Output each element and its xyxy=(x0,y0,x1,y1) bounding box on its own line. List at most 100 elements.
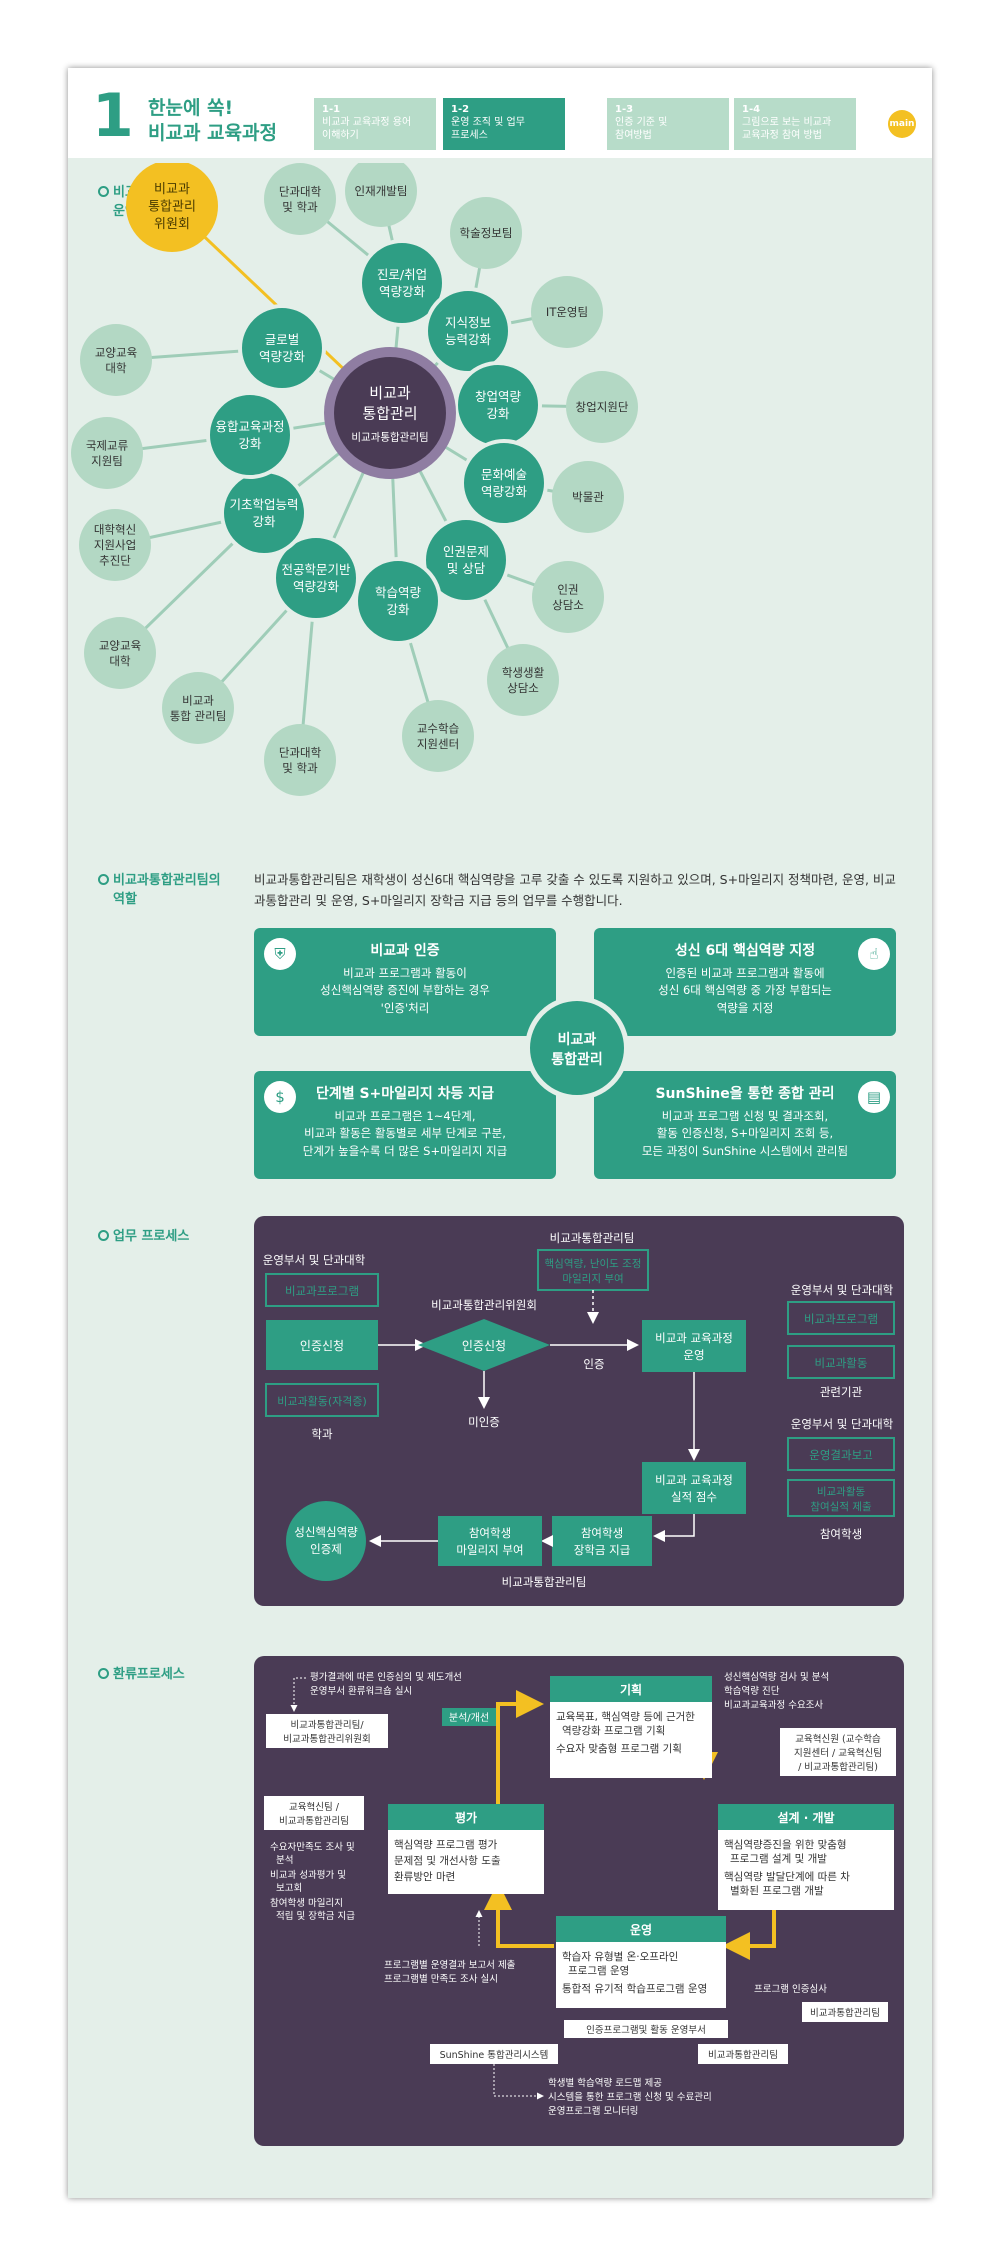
org-unit-circle xyxy=(532,561,604,633)
svg-text:프로그램별 만족도 조사 실시: 프로그램별 만족도 조사 실시 xyxy=(384,1973,498,1985)
approve-label: 인증 xyxy=(583,1357,604,1371)
org-unit-label: 국제교류 xyxy=(86,438,128,452)
svg-text:관련기관: 관련기관 xyxy=(820,1385,863,1399)
coin-icon: $ xyxy=(264,1081,296,1113)
competency-label: 문화예술 xyxy=(481,467,527,482)
svg-text:교육혁신팀 /: 교육혁신팀 / xyxy=(289,1801,340,1813)
competency-circle xyxy=(272,534,360,622)
svg-text:비교과통합관리팀: 비교과통합관리팀 xyxy=(708,2049,778,2061)
org-unit-label: 박물관 xyxy=(572,490,604,504)
department-label: 학과 xyxy=(311,1427,333,1441)
org-unit-label: 대학 xyxy=(109,654,131,668)
org-unit-circle xyxy=(566,371,638,443)
competency-circle xyxy=(206,391,294,479)
sunshine-box: SunShine 통합관리시스템 xyxy=(440,2049,549,2061)
svg-text:학습역량 진단: 학습역량 진단 xyxy=(724,1685,780,1697)
svg-text:별화된 프로그램 개발: 별화된 프로그램 개발 xyxy=(730,1885,824,1897)
org-unit-circle xyxy=(487,644,559,716)
role-description: 비교과통합관리팀은 재학생이 성신6대 핵심역량을 고루 갖출 수 있도록 지원… xyxy=(254,872,896,908)
check-box: 비교과 교육과정 xyxy=(655,1473,733,1487)
competency-label: 능력강화 xyxy=(445,332,492,347)
svg-text:운영프로그램 모니터링: 운영프로그램 모니터링 xyxy=(548,2105,638,2117)
evaluate-header: 평가 xyxy=(455,1810,477,1825)
svg-text:분석: 분석 xyxy=(276,1855,293,1866)
competency-label: 강화 xyxy=(252,514,276,529)
svg-text:참여학생: 참여학생 xyxy=(820,1527,862,1541)
org-unit-label: 학술정보팀 xyxy=(460,226,513,240)
document-icon: ▤ xyxy=(858,1081,890,1113)
org-unit-label: 및 학과 xyxy=(282,761,318,775)
org-unit-circle xyxy=(264,163,336,235)
center-sublabel: 비교과통합관리팀 xyxy=(351,432,428,444)
shield-icon: ⛨ xyxy=(264,938,296,970)
svg-text:마일리지 부여: 마일리지 부여 xyxy=(562,1272,623,1285)
org-unit-label: 교양교육 xyxy=(99,638,141,652)
svg-text:핵심역량증진을 위한 맞춤형: 핵심역량증진을 위한 맞춤형 xyxy=(724,1838,847,1851)
svg-text:시스템을 통한 프로그램 신청 및 수료관리: 시스템을 통한 프로그램 신청 및 수료관리 xyxy=(548,2091,712,2103)
svg-text:교육혁신원 (교수학습: 교육혁신원 (교수학습 xyxy=(795,1734,881,1745)
org-unit-circle xyxy=(552,461,624,533)
svg-text:지원센터 / 교육혁신팀: 지원센터 / 교육혁신팀 xyxy=(794,1747,882,1759)
team-bottom-label: 비교과통합관리팀 xyxy=(502,1575,587,1589)
org-unit-circle xyxy=(402,700,474,772)
svg-text:인증프로그램및 활동 운영부서: 인증프로그램및 활동 운영부서 xyxy=(586,2024,706,2036)
svg-text:적립 및 장학금 지급: 적립 및 장학금 지급 xyxy=(276,1910,355,1922)
chapter-title: 한눈에 쏙! 비교과 교육과정 xyxy=(148,97,277,144)
org-unit-label: 대학혁신 xyxy=(94,523,136,537)
svg-text:참여실적 제출: 참여실적 제출 xyxy=(810,1501,872,1513)
competency-label: 역량강화 xyxy=(481,484,528,499)
committee-label: 위원회 xyxy=(154,217,190,232)
svg-text:역량강화 프로그램 기획: 역량강화 프로그램 기획 xyxy=(562,1725,665,1737)
svg-text:프로그램 설계 및 개발: 프로그램 설계 및 개발 xyxy=(730,1853,827,1865)
org-unit-circle xyxy=(264,724,336,796)
svg-text:비교과통합관리팀: 비교과통합관리팀 xyxy=(810,2007,880,2019)
svg-text:프로그램별 운영결과 보고서 제출: 프로그램별 운영결과 보고서 제출 xyxy=(384,1959,516,1971)
committee-circle xyxy=(126,163,218,252)
plan-header: 기획 xyxy=(620,1682,642,1697)
org-unit-label: 교수학습 xyxy=(417,721,459,735)
org-unit-label: 및 학과 xyxy=(282,200,318,214)
org-unit-circle xyxy=(345,163,417,227)
competency-label: 기초학업능력 xyxy=(229,497,298,512)
committee-label: 비교과 xyxy=(154,182,190,197)
org-unit-label: 인재개발팀 xyxy=(355,184,408,198)
circle-bullet-icon xyxy=(98,874,109,885)
chapter-number: 1 xyxy=(92,81,134,151)
competency-label: 역량강화 xyxy=(379,284,426,299)
decision-diamond: 인증신청 xyxy=(462,1339,506,1353)
org-unit-label: 단과대학 xyxy=(279,745,322,759)
svg-text:비교과활동: 비교과활동 xyxy=(817,1485,866,1498)
org-unit-circle xyxy=(450,197,522,269)
org-unit-label: 대학 xyxy=(105,361,127,375)
org-unit-circle xyxy=(79,509,151,581)
svg-text:비교과교육과정 수요조사: 비교과교육과정 수요조사 xyxy=(724,1700,823,1711)
org-unit-circle xyxy=(162,672,234,744)
org-unit-circle xyxy=(531,276,603,348)
circle-bullet-icon xyxy=(98,1230,109,1241)
feedback-process-diagram: 기획 교육목표, 핵심역량 등에 근거한 역량강화 프로그램 기획 수요자 맞춤… xyxy=(254,1656,904,2146)
reject-label: 미인증 xyxy=(468,1415,500,1429)
circle-bullet-icon xyxy=(98,186,109,197)
mileage-box: 참여학생 xyxy=(469,1526,511,1540)
svg-text:운영부서 및 단과대학: 운영부서 및 단과대학 xyxy=(791,1417,894,1431)
run-box: 비교과 교육과정 xyxy=(655,1331,733,1345)
org-unit-label: 교양교육 xyxy=(95,345,137,359)
svg-text:통합적 유기적 학습프로그램 운영: 통합적 유기적 학습프로그램 운영 xyxy=(562,1983,707,1995)
activity-box: 비교과활동(자격증) xyxy=(277,1394,367,1408)
svg-text:핵심역량, 난이도 조정: 핵심역량, 난이도 조정 xyxy=(545,1258,642,1270)
center-label: 비교과 xyxy=(369,384,411,402)
svg-text:운영부서 및 단과대학: 운영부서 및 단과대학 xyxy=(791,1283,894,1297)
certified-circle: 성신핵심역량 xyxy=(294,1525,358,1539)
org-unit-label: IT운영팀 xyxy=(546,305,588,319)
org-unit-label: 상담소 xyxy=(507,681,539,695)
svg-text:성신핵심역량 검사 및 분석: 성신핵심역량 검사 및 분석 xyxy=(724,1671,829,1683)
svg-text:비교과통합관리팀: 비교과통합관리팀 xyxy=(279,1815,349,1827)
main-button[interactable]: main xyxy=(888,110,916,138)
org-unit-circle xyxy=(71,417,143,489)
